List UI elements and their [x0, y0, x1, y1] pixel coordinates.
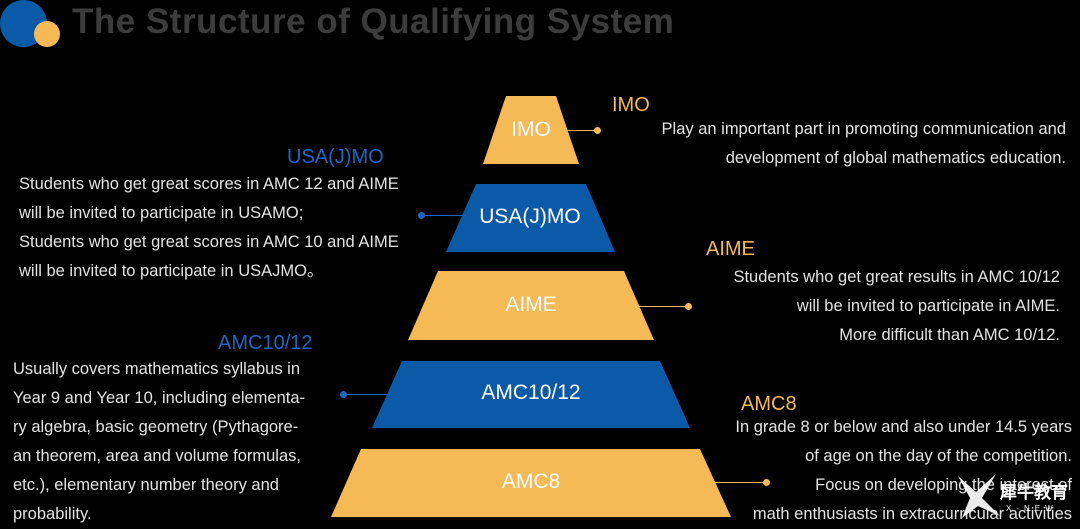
tier-label-aime: AIME — [505, 293, 557, 316]
callout-line: Students who get great scores in AMC 12 … — [19, 175, 399, 193]
watermark-logo-text: 犀牛教育 — [1000, 483, 1068, 502]
callout-line: etc.), elementary number theory and — [13, 476, 279, 494]
page-title: The Structure of Qualifying System — [72, 2, 675, 41]
connector-dot-amc8 — [763, 479, 770, 486]
callout-text-amc1012: Usually covers mathematics syllabus in Y… — [13, 355, 305, 529]
callout-line: Focus on developing the interest of — [815, 476, 1072, 494]
tier-label-imo: IMO — [511, 118, 551, 141]
callout-line: Year 9 and Year 10, including elementa- — [13, 389, 306, 407]
callout-line: Usually covers mathematics syllabus in — [13, 360, 301, 378]
connector-line-amc8 — [714, 482, 766, 483]
callout-text-aime: Students who get great results in AMC 10… — [733, 263, 1060, 350]
callout-line: Play an important part in promoting comm… — [661, 120, 1066, 138]
callout-heading-usajmo: USA(J)MO — [287, 146, 384, 168]
connector-dot-aime — [685, 303, 692, 310]
tier-label-amc1012: AMC10/12 — [481, 381, 581, 404]
callout-line: will be invited to participate in USAJMO… — [19, 262, 324, 280]
callout-line: Students who get great scores in AMC 10 … — [19, 233, 399, 251]
tier-label-usajmo: USA(J)MO — [479, 205, 581, 228]
callout-line: of age on the day of the competition. — [805, 447, 1072, 465]
callout-text-amc8: In grade 8 or below and also under 14.5 … — [735, 413, 1072, 529]
callout-line: Students who get great results in AMC 10… — [733, 268, 1060, 286]
callout-heading-imo: IMO — [612, 94, 650, 116]
connector-line-usajmo — [424, 215, 466, 216]
callout-line: will be invited to participate in USAMO; — [19, 204, 304, 222]
callout-line: In grade 8 or below and also under 14.5 … — [735, 418, 1072, 436]
callout-text-imo: Play an important part in promoting comm… — [662, 115, 1066, 173]
callout-line: development of global mathematics educat… — [725, 149, 1066, 167]
callout-line: probability. — [13, 505, 92, 523]
connector-dot-usajmo — [418, 212, 425, 219]
callout-line: an theorem, area and volume formulas, — [13, 447, 301, 465]
rhino-logo-icon — [958, 474, 1000, 518]
title-circle-gold-icon — [34, 21, 60, 47]
pyramid-tier-imo — [483, 96, 579, 164]
connector-line-amc1012 — [346, 394, 390, 395]
callout-heading-amc1012: AMC10/12 — [218, 332, 313, 354]
callout-text-usajmo: Students who get great scores in AMC 12 … — [19, 170, 399, 286]
connector-dot-amc1012 — [340, 391, 347, 398]
watermark-logo-sub: X-NEW — [1006, 504, 1058, 513]
callout-line: ry algebra, basic geometry (Pythagore- — [13, 418, 299, 436]
pyramid-tier-aime — [408, 271, 654, 340]
connector-line-aime — [636, 306, 687, 307]
pyramid-tier-amc1012 — [372, 361, 690, 428]
connector-line-imo — [566, 130, 596, 131]
pyramid-tier-usajmo — [446, 184, 615, 252]
tier-label-amc8: AMC8 — [501, 470, 561, 493]
connector-dot-imo — [594, 127, 601, 134]
callout-heading-amc8: AMC8 — [741, 393, 797, 415]
pyramid-tier-amc8 — [331, 449, 731, 517]
callout-line: More difficult than AMC 10/12. — [839, 326, 1060, 344]
callout-heading-aime: AIME — [706, 238, 755, 260]
callout-line: will be invited to participate in AIME. — [796, 297, 1060, 315]
